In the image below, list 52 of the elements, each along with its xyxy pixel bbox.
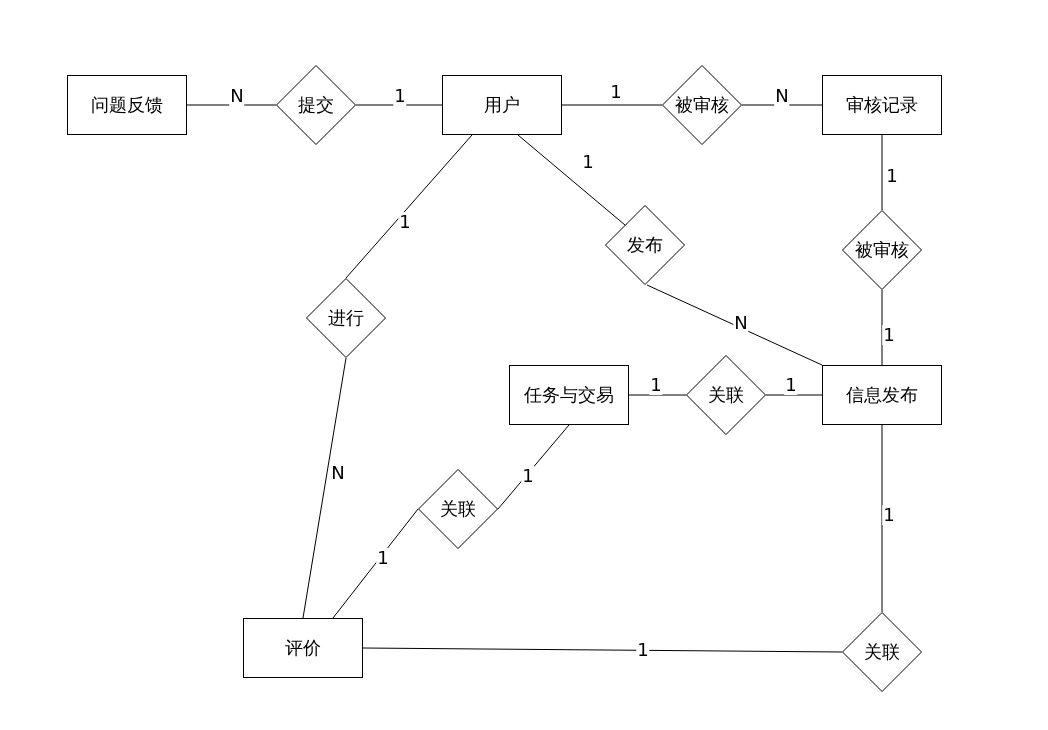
connector-line [332,508,419,619]
relationship-diamond [605,205,685,285]
cardinality-label: 1 [649,375,663,395]
entity-label: 审核记录 [846,93,918,117]
entity-box [509,365,629,425]
entity-box [243,618,363,678]
entity-label: 用户 [484,93,520,117]
cardinality-label: N [774,86,790,106]
connector-line [302,357,347,619]
connector-line [646,284,823,366]
connector-line [345,134,473,279]
relationship-label: 提交 [298,93,334,117]
cardinality-label: 1 [393,86,407,106]
connector-line [561,104,663,106]
connector-line [881,424,883,613]
entity-label: 信息发布 [846,383,918,407]
connector-line [355,104,443,106]
entity-box [822,365,942,425]
relationship-diamond [306,278,386,358]
cardinality-label: 1 [882,325,896,345]
connector-line [497,424,570,510]
cardinality-label: N [733,313,749,333]
relationship-label: 被审核 [675,93,729,117]
relationship-diamond [842,210,922,290]
relationship-label: 关联 [440,497,476,521]
relationship-diamond [842,612,922,692]
connector-line [186,104,277,106]
cardinality-label: N [229,86,245,106]
relationship-diamond [686,355,766,435]
relationship-diamond [276,65,356,145]
connector-line [741,104,823,106]
cardinality-label: 1 [882,505,896,525]
entity-label: 任务与交易 [524,383,614,407]
entity-box [442,75,562,135]
relationship-label: 被审核 [855,238,909,262]
connector-line [881,289,883,366]
relationship-diamond [418,469,498,549]
connector-line [765,394,823,396]
cardinality-label: 1 [784,375,798,395]
connector-line [628,394,687,396]
relationship-label: 进行 [328,306,364,330]
relationship-diamond [662,65,742,145]
connector-line [881,134,883,211]
entity-box [822,75,942,135]
connector-line [517,134,626,226]
relationship-label: 关联 [864,640,900,664]
entity-label: 问题反馈 [91,93,163,117]
entity-box [67,75,187,135]
connector-line [362,647,843,653]
relationship-label: 发布 [627,233,663,257]
relationship-label: 关联 [708,383,744,407]
entity-label: 评价 [285,636,321,660]
